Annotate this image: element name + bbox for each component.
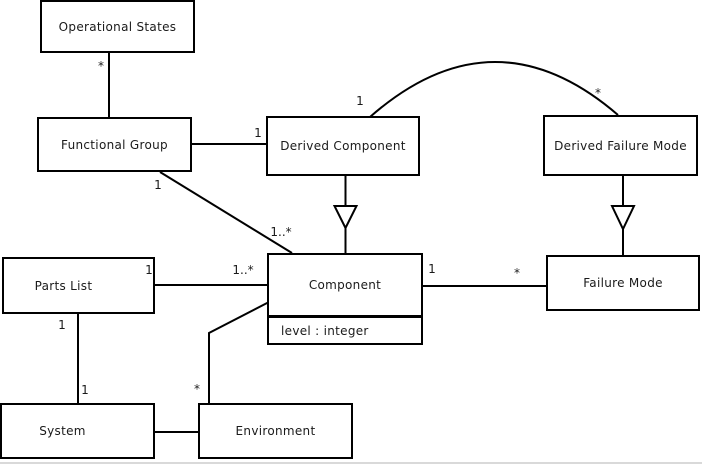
class-name-label: Environment: [235, 424, 316, 438]
class-name-label: Parts List: [34, 278, 93, 293]
multiplicity-label: *: [595, 86, 601, 100]
class-parts-list: Parts List: [2, 257, 155, 314]
class-system: System: [0, 403, 155, 459]
class-name-label: System: [39, 424, 86, 438]
multiplicity-label: *: [98, 59, 104, 73]
generalization-derived-component-component: [332, 176, 359, 253]
class-attribute-compartment: level : integer: [269, 318, 421, 343]
class-name-label: Failure Mode: [583, 276, 663, 290]
class-name-label: Component: [308, 278, 382, 292]
generalization-arrow-icon: [610, 205, 636, 232]
class-attribute-label: level : integer: [281, 323, 369, 338]
multiplicity-label: 1: [356, 94, 364, 108]
multiplicity-label: 1: [58, 318, 66, 332]
edge-functional-group-component: [159, 171, 293, 254]
generalization-derived-failure-mode-failure-mode: [610, 176, 636, 255]
multiplicity-label: 1: [154, 178, 162, 192]
multiplicity-label: 1..*: [270, 225, 292, 239]
multiplicity-label: 1: [428, 262, 436, 276]
class-name-label: Derived Failure Mode: [554, 138, 687, 153]
multiplicity-label: 1: [81, 383, 89, 397]
class-failure-mode: Failure Mode: [546, 255, 700, 311]
class-derived-failure-mode: Derived Failure Mode: [543, 115, 698, 176]
multiplicity-label: 1: [145, 263, 153, 277]
multiplicity-label: *: [514, 266, 520, 280]
generalization-arrow-icon: [332, 205, 359, 231]
multiplicity-label: *: [194, 382, 200, 396]
class-name-compartment: Component: [269, 255, 421, 318]
edge-environment-component: [208, 301, 270, 403]
multiplicity-label: 1: [254, 126, 262, 140]
class-functional-group: Functional Group: [37, 117, 192, 172]
class-operational-states: Operational States: [40, 0, 195, 53]
multiplicity-label: 1..*: [232, 263, 254, 277]
class-environment: Environment: [198, 403, 353, 459]
class-component: Component level : integer: [267, 253, 423, 345]
class-name-label: Operational States: [58, 19, 177, 34]
class-name-label: Functional Group: [61, 137, 168, 152]
class-name-label: Derived Component: [280, 139, 406, 153]
class-derived-component: Derived Component: [266, 116, 420, 176]
edge-derived-component-derived-failure-mode: [369, 61, 619, 118]
